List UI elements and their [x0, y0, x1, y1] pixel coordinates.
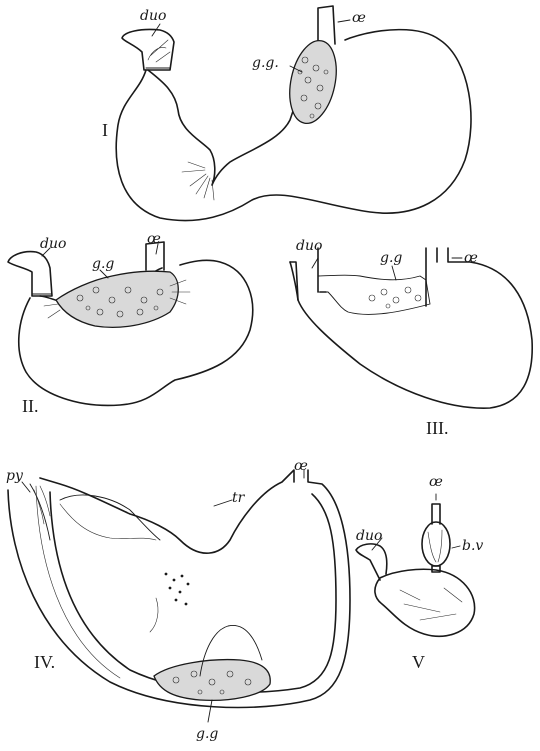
panel-3-gastric-gland	[318, 275, 430, 314]
panel-1-label-oe: œ	[352, 10, 366, 26]
panel-5-label-duo: duo	[356, 528, 382, 544]
panel-5-bulb	[422, 522, 450, 566]
panel-2-label-oe: œ	[147, 231, 161, 247]
panel-5-label-bv: b.v	[462, 538, 483, 554]
panel-2-label-duo: duo	[40, 236, 66, 252]
panel-5-stomach	[375, 569, 475, 636]
panel-3-label-gg: g.g	[380, 250, 402, 266]
panel-5-numeral: V	[412, 652, 425, 672]
panel-2: duo œ g.g II.	[8, 231, 253, 416]
panel-4: py tr œ g.g IV.	[6, 458, 350, 742]
panel-5-label-oe: œ	[429, 474, 443, 490]
panel-2-label-gg: g.g	[92, 256, 114, 272]
panel-3: duo œ g.g III.	[290, 238, 532, 438]
panel-2-duodenum	[8, 252, 52, 296]
panel-5-esophagus	[432, 504, 440, 524]
panel-2-gastric-gland	[56, 271, 178, 327]
panel-4-transverse-fold	[60, 495, 160, 540]
panel-3-label-duo: duo	[296, 238, 322, 254]
panel-1-label-duo: duo	[140, 8, 166, 24]
panel-3-numeral: III.	[426, 418, 448, 438]
panel-4-label-gg: g.g	[196, 726, 218, 742]
panel-4-label-py: py	[6, 468, 24, 484]
panel-4-label-oe: œ	[294, 458, 308, 474]
panel-4-dots	[165, 573, 190, 606]
panel-4-label-tr: tr	[232, 490, 246, 506]
panel-1-numeral: I	[102, 120, 108, 140]
panel-4-numeral: IV.	[34, 652, 55, 672]
panel-1-esophagus	[318, 6, 335, 44]
panel-4-gastric-gland	[154, 660, 270, 701]
panel-2-numeral: II.	[22, 396, 39, 416]
panel-1-duodenum	[122, 29, 174, 70]
panel-5-duodenum	[356, 544, 387, 580]
panel-3-outline	[290, 248, 532, 408]
panel-1-label-gg: g.g.	[252, 55, 279, 71]
panel-5: duo œ b.v V	[356, 474, 483, 672]
panel-1: duo œ g.g. I	[102, 6, 471, 221]
panel-1-stomach-outline	[116, 30, 471, 221]
panel-3-label-oe: œ	[464, 250, 478, 266]
